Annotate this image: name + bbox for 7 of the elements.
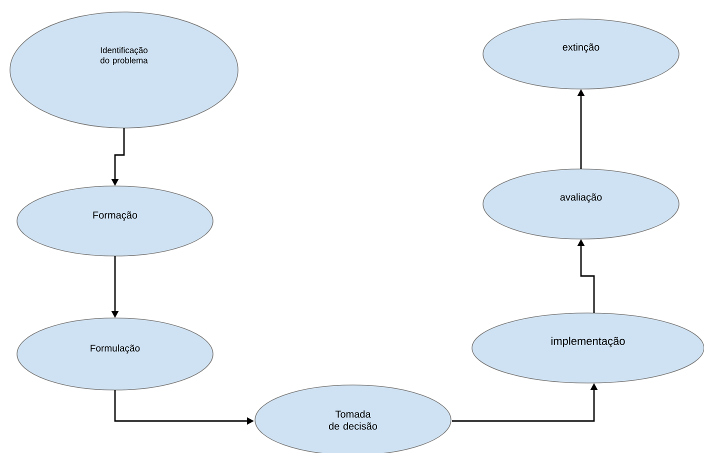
ellipse-node: avaliação: [482, 168, 680, 240]
ellipse-node: Tomada de decisão: [254, 384, 452, 453]
ellipse-node: Identificação do problema: [10, 12, 238, 128]
ellipse-node: Formação: [16, 186, 214, 256]
ellipse-node: Formulação: [16, 318, 214, 390]
ellipse-node: extinção: [482, 18, 680, 90]
ellipse-node: implementação: [472, 312, 704, 384]
